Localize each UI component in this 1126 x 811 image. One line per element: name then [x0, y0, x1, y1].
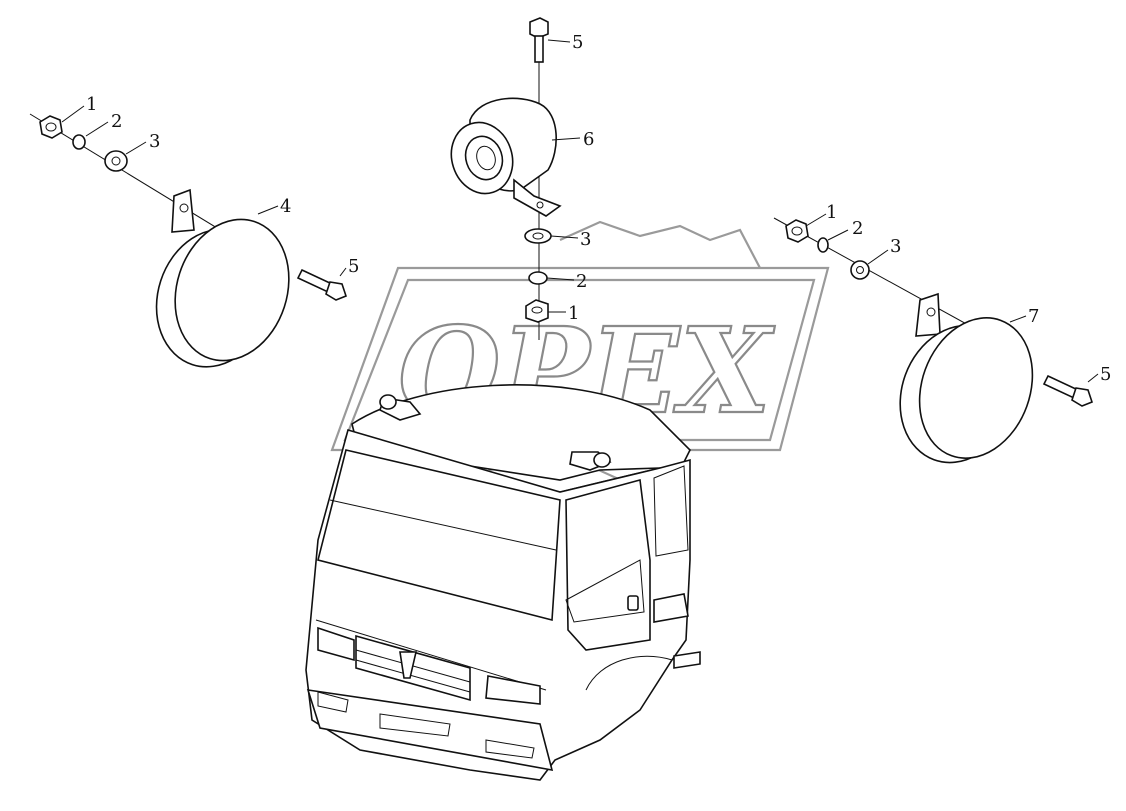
left-horn-assembly: 1 2 3 4 5	[29, 94, 359, 368]
callout-left-horn: 4	[280, 196, 291, 217]
callout-right-lock-washer: 2	[852, 218, 863, 239]
top-bolt	[529, 17, 549, 63]
left-lock-washer	[72, 134, 86, 150]
callout-top-flat-washer: 3	[580, 229, 591, 250]
callout-top-lock-washer: 2	[576, 271, 587, 292]
right-nut	[785, 219, 809, 243]
top-flat-washer	[524, 228, 552, 244]
callout-left-bolt: 5	[348, 256, 359, 277]
right-lock-washer	[817, 237, 829, 253]
left-horn	[155, 188, 290, 368]
roof-lamp-right	[569, 451, 612, 471]
right-horn-assembly: 1 2 3 7 5	[773, 202, 1111, 464]
left-nut	[39, 115, 63, 139]
roof-lamp-left	[379, 394, 422, 421]
callout-left-lock-washer: 2	[111, 111, 122, 132]
callout-left-flat-washer: 3	[149, 131, 160, 152]
callout-right-nut: 1	[826, 202, 837, 223]
left-flat-washer	[104, 150, 128, 172]
headlight-right	[485, 675, 541, 705]
callout-top-bolt: 5	[572, 32, 583, 53]
callout-right-horn: 7	[1028, 306, 1039, 327]
top-lock-washer	[528, 271, 548, 285]
callout-right-bolt: 5	[1100, 364, 1111, 385]
left-bolt	[296, 268, 347, 301]
callout-left-nut: 1	[86, 94, 97, 115]
truck-cab	[305, 384, 701, 781]
headlight-left	[317, 626, 355, 662]
right-flat-washer	[850, 260, 870, 280]
top-unit-assembly: 5 6 3 2 1	[450, 17, 594, 340]
right-horn	[899, 292, 1034, 464]
right-bolt	[1042, 374, 1093, 407]
callout-top-unit: 6	[583, 129, 594, 150]
callout-right-flat-washer: 3	[890, 236, 901, 257]
top-unit	[450, 97, 562, 217]
callout-top-nut: 1	[568, 303, 579, 324]
top-nut	[525, 299, 549, 323]
side-marker-lamp	[673, 651, 701, 669]
